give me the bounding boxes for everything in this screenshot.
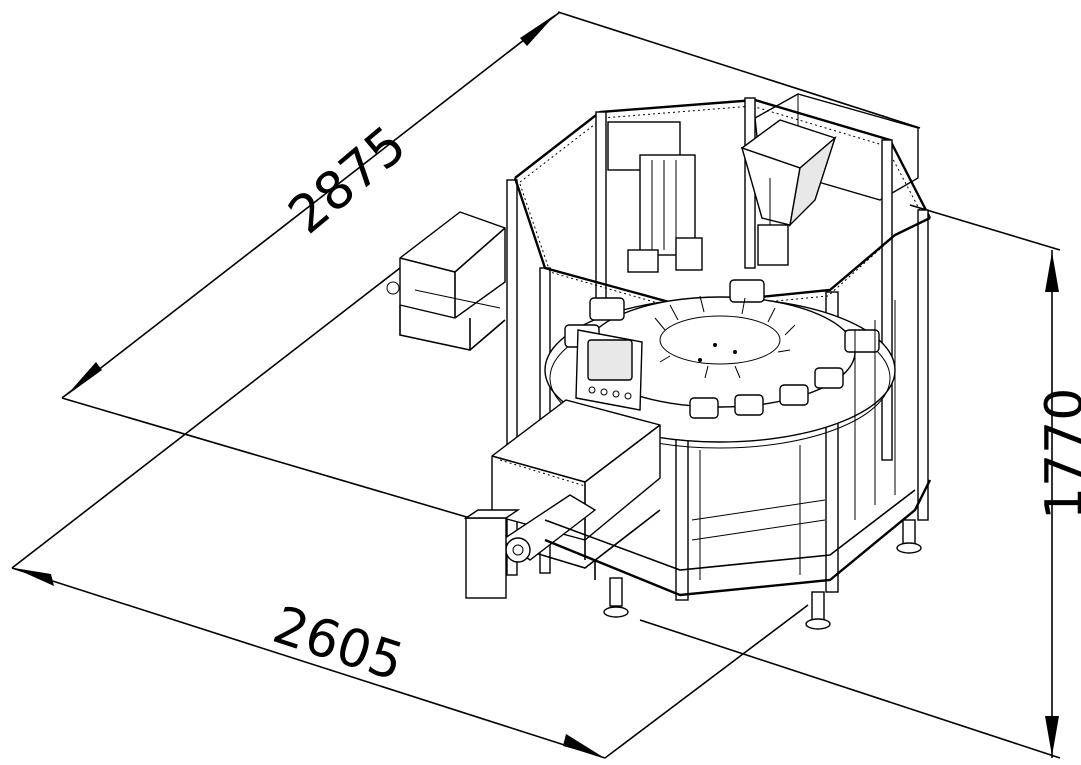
left-cage	[386, 211, 506, 351]
control-panel	[575, 329, 643, 411]
dimension-height-label: 1770	[1035, 388, 1081, 520]
dimension-depth-label: 2875	[278, 115, 418, 246]
machine-illustration	[386, 93, 932, 630]
side-panels	[691, 300, 896, 580]
front-cage	[491, 399, 661, 569]
slide-unit	[607, 121, 703, 273]
feet	[603, 519, 922, 630]
conveyor	[463, 494, 597, 599]
dimension-height: 1770	[639, 204, 1081, 759]
hopper	[740, 119, 837, 266]
dimension-width-label: 2605	[266, 595, 410, 693]
